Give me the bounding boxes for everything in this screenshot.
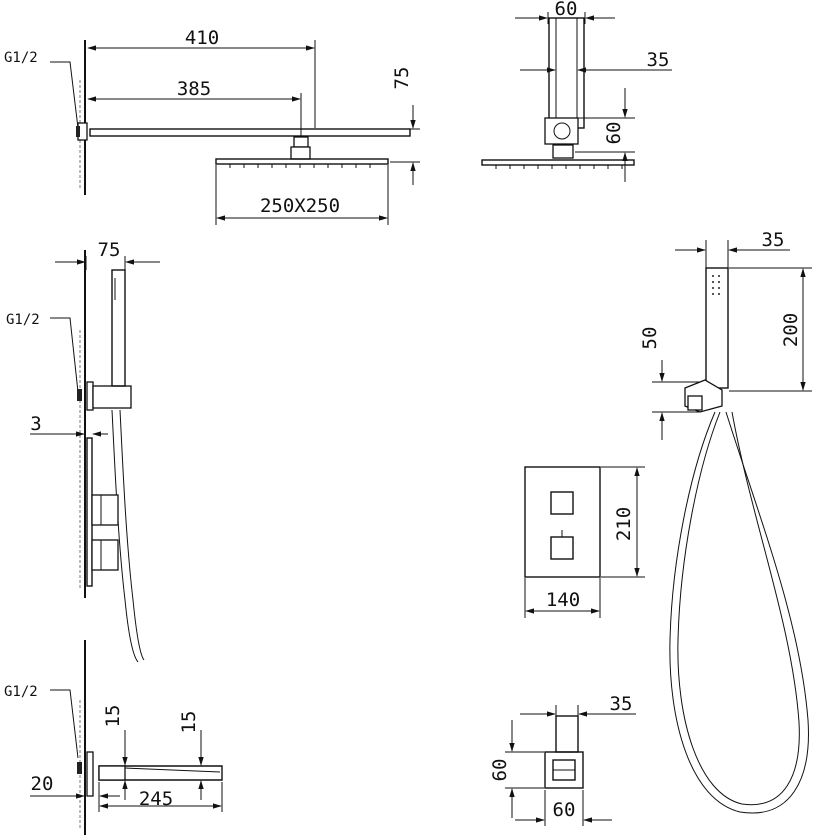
shower-head-front (481, 159, 635, 166)
thread-label-mid: G1/2 (6, 312, 40, 328)
spout-front-block (544, 751, 584, 789)
thread-connector (76, 126, 80, 137)
spout-front-stem (555, 715, 579, 753)
shower-arm-side-view: G1/2 410 385 75 (4, 27, 420, 225)
dim-spout-end-width: 35 (610, 693, 633, 715)
valve-knob-top (91, 494, 119, 526)
thread-label-bottom: G1/2 (4, 684, 38, 700)
thread-label-top: G1/2 (4, 50, 38, 66)
dim-elbow-height: 50 (639, 327, 661, 350)
thread-connector-bottom (77, 762, 82, 774)
elbow-face (687, 395, 703, 411)
shower-arm (89, 128, 411, 137)
hose-left (111, 409, 139, 663)
arm-front-joint (544, 117, 579, 145)
valve-front-view: 210 140 (524, 466, 645, 618)
dim-handshower-width: 35 (762, 229, 785, 251)
joint-circle (553, 122, 571, 140)
arm-front-connector (552, 144, 574, 159)
dim-spout-length: 245 (139, 788, 173, 810)
shower-head-nozzles (229, 164, 371, 168)
front-nozzles (495, 165, 623, 169)
spout-front-view: 35 60 60 (489, 693, 636, 826)
dim-spout-wall: 15 (102, 705, 124, 728)
hose-right (119, 409, 145, 661)
arm-connector (290, 146, 311, 160)
hose-outer (669, 411, 809, 814)
dim-handshower-length: 200 (780, 313, 802, 347)
valve-knob-bottom (91, 539, 119, 571)
dim-plate-gap: 3 (30, 413, 41, 435)
shower-head (215, 158, 389, 165)
dim-spout-offset: 20 (31, 773, 54, 795)
dim-head-size: 250X250 (260, 195, 340, 217)
dim-connector-height: 60 (603, 122, 625, 145)
handshower-front-view: 35 200 50 (639, 229, 812, 814)
thread-connector-mid (77, 389, 82, 401)
handshower-body (111, 269, 126, 387)
valve-knob-lower (550, 536, 574, 560)
spout-flange (86, 751, 94, 797)
dim-spout-end-depth: 60 (553, 799, 576, 821)
outlet-flange (86, 381, 94, 411)
dim-arm-width: 60 (555, 0, 578, 20)
spout-side-view: G1/2 15 15 20 245 (4, 640, 223, 835)
holder-bracket (92, 385, 132, 409)
valve-plate-side (86, 437, 93, 587)
arm-front-tube (548, 17, 585, 129)
thread-leader (50, 61, 79, 129)
dim-385: 385 (177, 78, 211, 100)
dim-holder-width: 75 (98, 239, 121, 261)
spout-base (98, 765, 126, 781)
dim-spout-end-height: 60 (489, 759, 511, 782)
dim-spout-tip: 15 (178, 711, 200, 734)
spray-dots (712, 275, 720, 295)
dim-arm-depth: 35 (647, 49, 670, 71)
valve-knob-upper (550, 491, 574, 515)
hose-inner (677, 411, 800, 806)
thread-leader-bottom (50, 689, 79, 759)
arm-joint (293, 136, 309, 148)
handshower-side-view: G1/2 75 3 (6, 239, 160, 663)
valve-plate (524, 466, 601, 578)
dim-valve-width: 140 (546, 589, 580, 611)
shower-arm-front-view: 60 35 60 (481, 0, 672, 182)
dim-75: 75 (391, 67, 413, 90)
dim-valve-height: 210 (613, 507, 635, 541)
dim-410: 410 (185, 27, 219, 49)
thread-leader-mid (50, 317, 79, 393)
handshower-handle (705, 267, 729, 389)
